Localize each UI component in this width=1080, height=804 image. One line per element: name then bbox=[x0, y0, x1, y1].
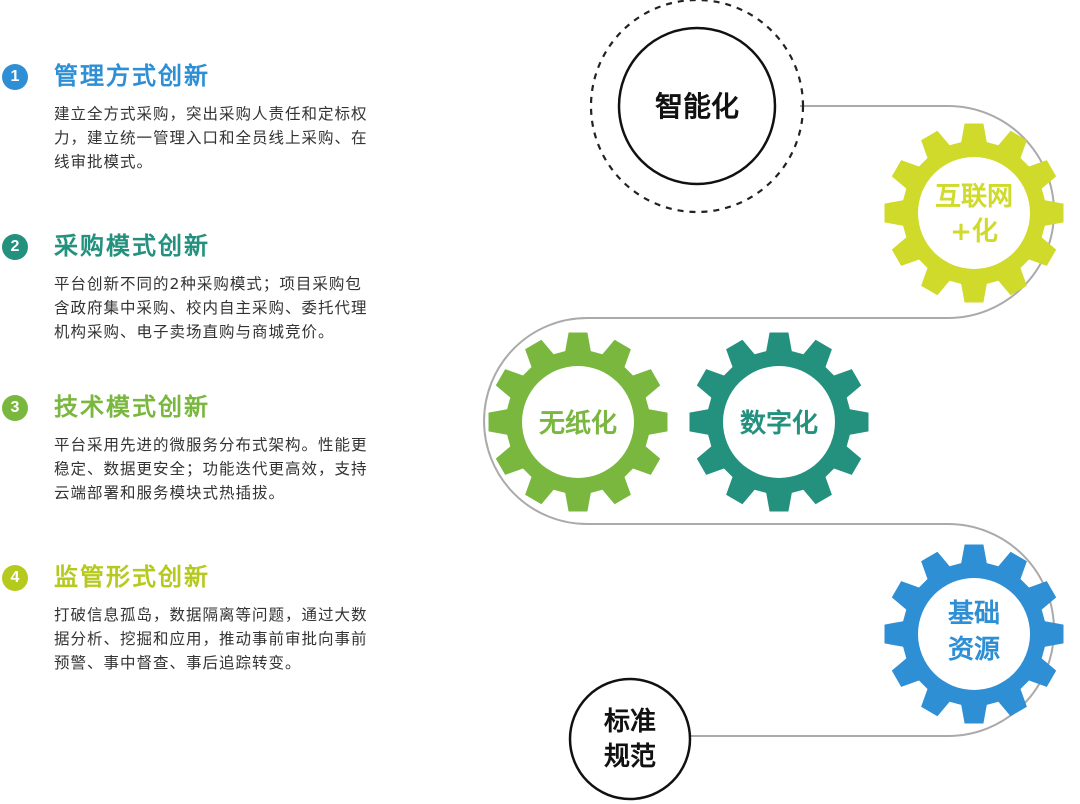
number-badge: 4 bbox=[2, 565, 28, 591]
internet-gear bbox=[884, 123, 1064, 303]
smart-label: 智能化 bbox=[655, 90, 739, 123]
paperless-gear bbox=[488, 332, 668, 512]
number-badge: 2 bbox=[2, 234, 28, 260]
standard-label-line1: 标准 bbox=[604, 707, 656, 737]
item-description: 平台创新不同的2种采购模式；项目采购包含政府集中采购、校内自主采购、委托代理机构… bbox=[54, 275, 368, 341]
number-badge: 3 bbox=[2, 395, 28, 421]
resource-label-line1: 基础 bbox=[948, 599, 1000, 629]
outer-dashed-ring bbox=[589, 0, 805, 214]
item-description: 建立全方式采购，突出采购人责任和定标权力，建立统一管理入口和全员线上采购、在线审… bbox=[54, 105, 368, 171]
internet-label-line2: +化 bbox=[950, 217, 998, 247]
item-description: 平台采用先进的微服务分布式架构。性能更稳定、数据更安全；功能迭代更高效，支持云端… bbox=[54, 436, 368, 502]
smart-circle bbox=[617, 26, 777, 186]
standard-label-line2: 规范 bbox=[604, 742, 656, 772]
gear-hub bbox=[918, 578, 1030, 690]
item-description: 打破信息孤岛，数据隔离等问题，通过大数据分析、挖掘和应用，推动事前审批向事前预警… bbox=[54, 606, 368, 672]
resource-gear bbox=[884, 544, 1064, 724]
item-title: 技术模式创新 bbox=[54, 393, 210, 421]
item-title: 监管形式创新 bbox=[54, 563, 210, 591]
digital-gear bbox=[689, 332, 869, 512]
gear-hub bbox=[918, 157, 1030, 269]
internet-label-line1: 互联网 bbox=[935, 182, 1013, 212]
gear-hub bbox=[723, 366, 835, 478]
standard-circle bbox=[568, 677, 692, 801]
item-title: 管理方式创新 bbox=[54, 62, 210, 90]
number-badge: 1 bbox=[2, 64, 28, 90]
item-title: 采购模式创新 bbox=[54, 232, 210, 260]
paperless-label: 无纸化 bbox=[539, 408, 617, 439]
resource-label-line2: 资源 bbox=[948, 635, 1000, 665]
digital-label: 数字化 bbox=[740, 408, 818, 439]
gear-hub bbox=[522, 366, 634, 478]
